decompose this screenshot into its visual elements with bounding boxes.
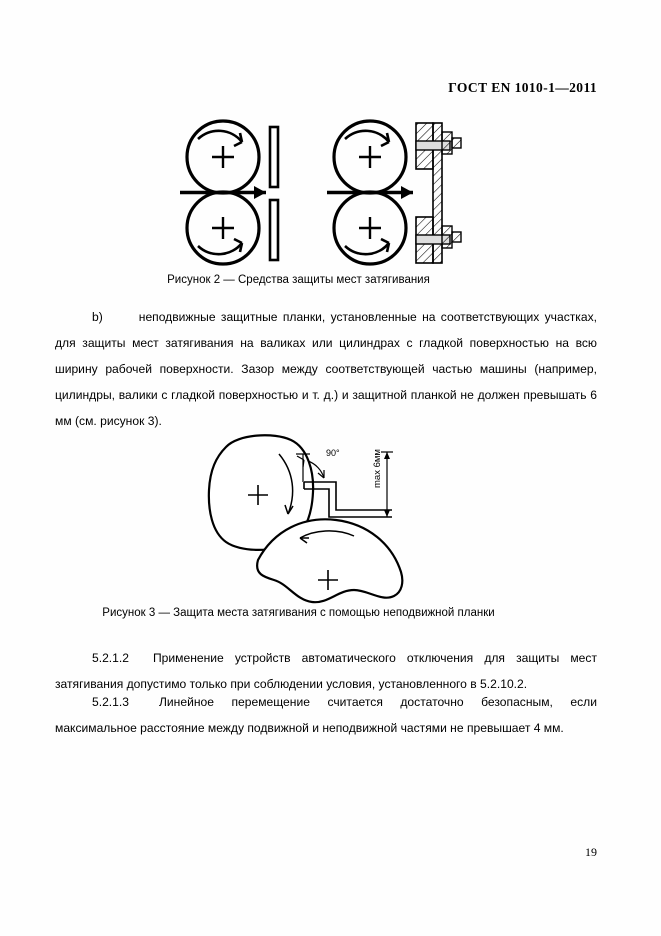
- nip-arrow-left: [254, 186, 266, 199]
- rotation-arrow-upper-left: [197, 129, 244, 148]
- clearance-label-text: max 6мм: [372, 449, 383, 488]
- roller-center-cross-left: [212, 146, 234, 239]
- angle-label-text: 90°: [326, 448, 340, 458]
- figure-2-caption: Рисунок 2 — Средства защиты мест затягив…: [167, 274, 430, 286]
- bracket-flange-lower: [441, 225, 453, 249]
- bracket-nut-upper: [451, 137, 462, 149]
- rotation-arrow-upper-right: [344, 129, 391, 148]
- figure-3-caption: Рисунок 3 — Защита места затягивания с п…: [102, 607, 495, 619]
- bracket-flange-upper: [441, 131, 453, 155]
- upper-rotation-arrow: [278, 453, 294, 515]
- paragraph-item-b: b)неподвижные защитные планки, установле…: [55, 304, 597, 434]
- bracket-nut-lower: [451, 231, 462, 243]
- angle-annotation-90: 90°: [296, 448, 340, 482]
- guard-bracket-hatched: [415, 122, 462, 264]
- bracket-rail: [432, 122, 443, 264]
- nip-arrow-right: [401, 186, 413, 199]
- figure-2-nip-guard-rollers: [180, 115, 480, 270]
- guard-bar-lower-left: [268, 198, 280, 262]
- lower-rotating-body: [256, 518, 404, 604]
- lower-rotation-arrow: [299, 530, 355, 544]
- guard-bar-upper-left: [268, 125, 280, 189]
- rotation-arrow-lower-left: [197, 237, 244, 256]
- clause-5-2-1-3-text: Линейное перемещение считается достаточн…: [55, 695, 597, 735]
- list-marker-b: b): [92, 310, 103, 324]
- clause-number-5-2-1-2: 5.2.1.2: [92, 651, 129, 665]
- paragraph-item-b-text: неподвижные защитные планки, установленн…: [55, 310, 597, 428]
- figure-3-fixed-bar-guard: 90° max 6мм: [196, 432, 426, 604]
- page-number: 19: [585, 845, 597, 859]
- upper-body-center-cross: [248, 485, 268, 505]
- lower-body-center-cross: [318, 570, 338, 590]
- clause-5-2-1-2-text: Применение устройств автоматического отк…: [55, 651, 597, 691]
- fixed-guard-bar: [303, 481, 392, 518]
- clause-number-5-2-1-3: 5.2.1.3: [92, 695, 129, 709]
- document-header-standard-number: ГОСТ ЕN 1010-1—2011: [448, 80, 597, 95]
- roller-center-cross-right: [359, 146, 381, 239]
- clearance-dimension: max 6мм: [372, 449, 393, 517]
- rotation-arrow-lower-right: [344, 237, 391, 256]
